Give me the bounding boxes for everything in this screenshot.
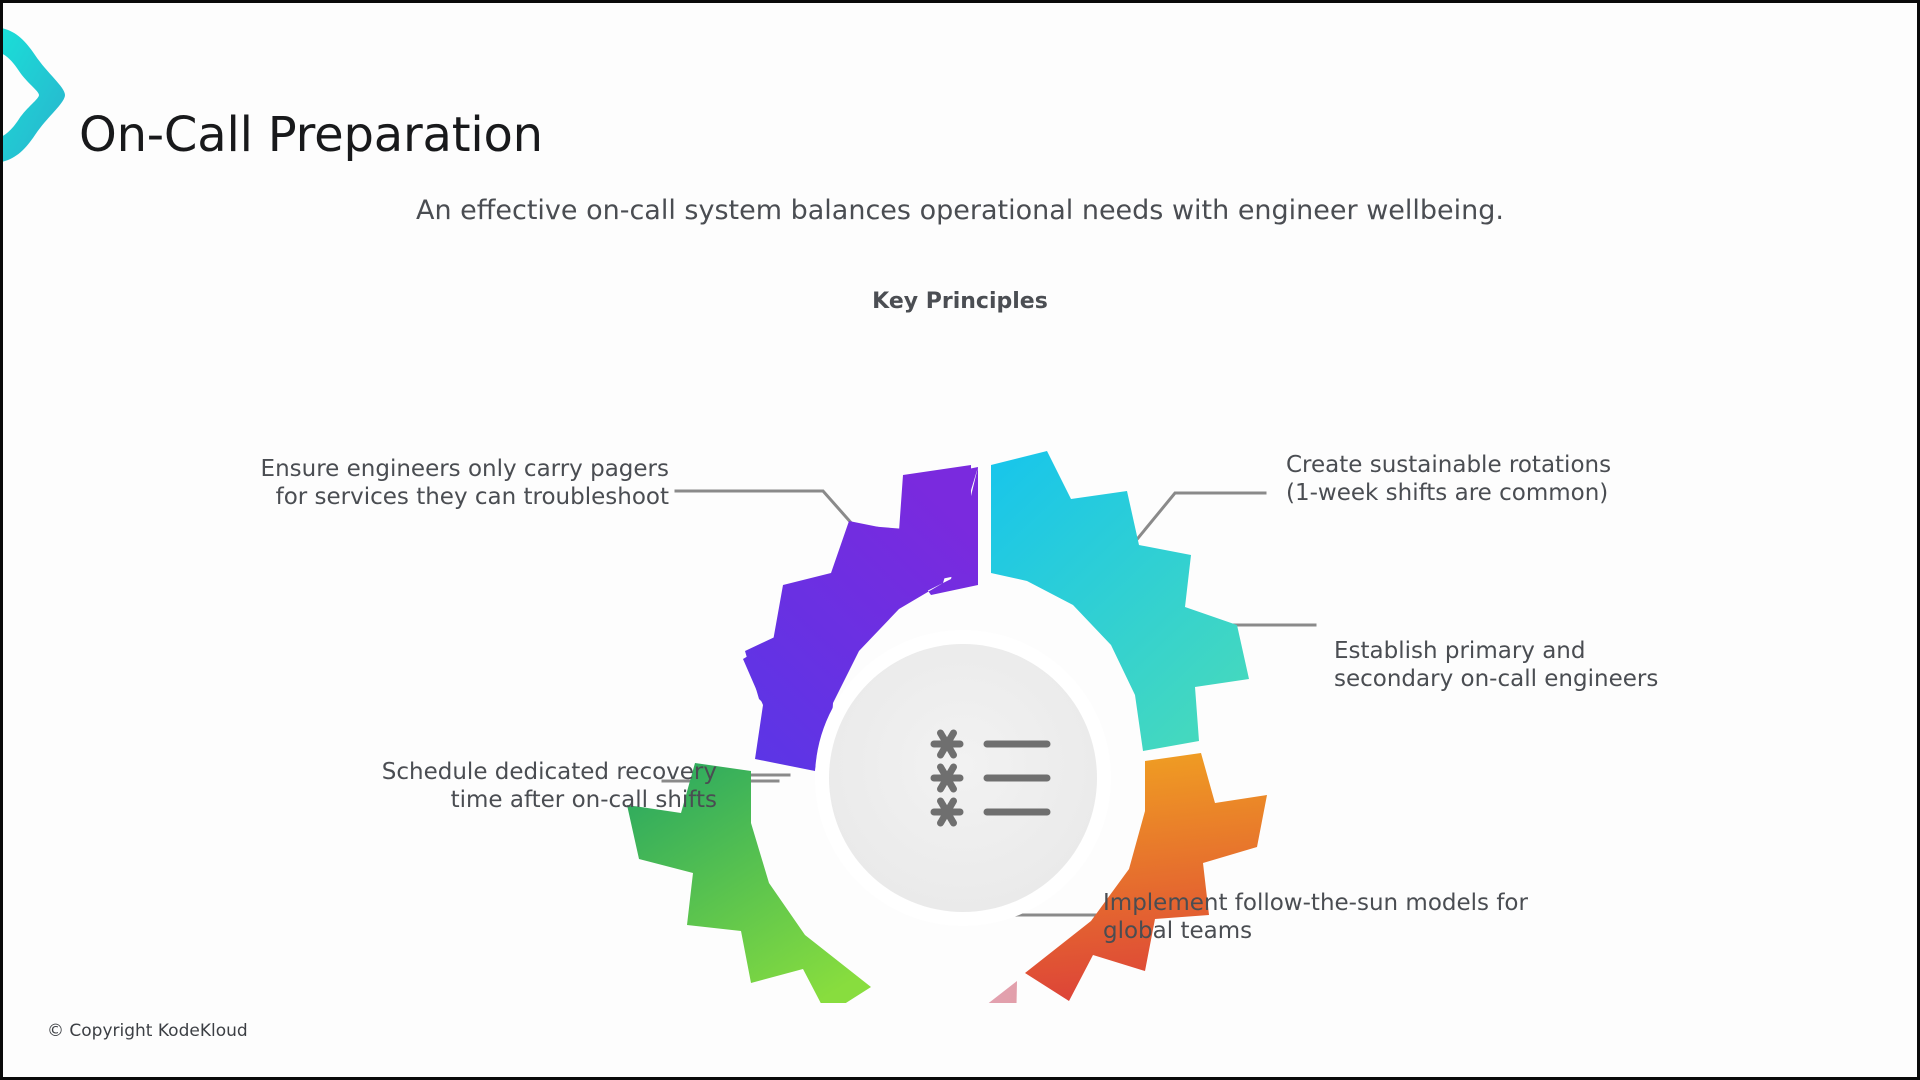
connector-line-0: [674, 489, 872, 546]
segment-purple-teeth: [743, 465, 971, 771]
slide-subtitle: An effective on-call system balances ope…: [415, 195, 1504, 226]
chevron-logo-icon: [3, 21, 75, 169]
page-title: On-Call Preparation: [79, 107, 543, 164]
callout-primary-secondary: Establish primary and secondary on-call …: [1334, 637, 1774, 693]
callout-line: Schedule dedicated recovery: [381, 759, 717, 785]
segment-green: [627, 763, 871, 1003]
callout-line: (1-week shifts are common): [1286, 480, 1609, 507]
callout-recovery-time: Schedule dedicated recovery time after o…: [247, 758, 717, 814]
callout-line: secondary on-call engineers: [1334, 666, 1659, 693]
callout-sustainable-rotations: Create sustainable rotations (1-week shi…: [1286, 451, 1726, 507]
callout-line: for services they can troubleshoot: [275, 484, 669, 511]
callout-follow-the-sun: Implement follow-the-sun models for glob…: [1103, 889, 1623, 945]
segment-cyan: [991, 451, 1249, 751]
segment-pink: [988, 981, 1017, 1003]
callout-line: Ensure engineers only carry pagers: [260, 456, 669, 482]
callout-ensure-pagers: Ensure engineers only carry pagers for s…: [199, 455, 669, 511]
callout-line: Create sustainable rotations: [1286, 452, 1612, 478]
segment-orange: [1025, 753, 1267, 1001]
callout-line: Establish primary and: [1334, 638, 1586, 664]
key-principles-gear-diagram: [3, 403, 1917, 1003]
footer-copyright: © Copyright KodeKloud: [47, 1021, 248, 1041]
callout-line: global teams: [1103, 918, 1253, 945]
callout-line: time after on-call shifts: [450, 787, 717, 814]
section-heading: Key Principles: [872, 289, 1048, 314]
bulleted-list-asterisk-icon: [930, 729, 1051, 827]
callout-line: Implement follow-the-sun models for: [1103, 890, 1528, 916]
connector-line-1: [1131, 491, 1267, 546]
gear-segments: [627, 451, 1267, 1003]
